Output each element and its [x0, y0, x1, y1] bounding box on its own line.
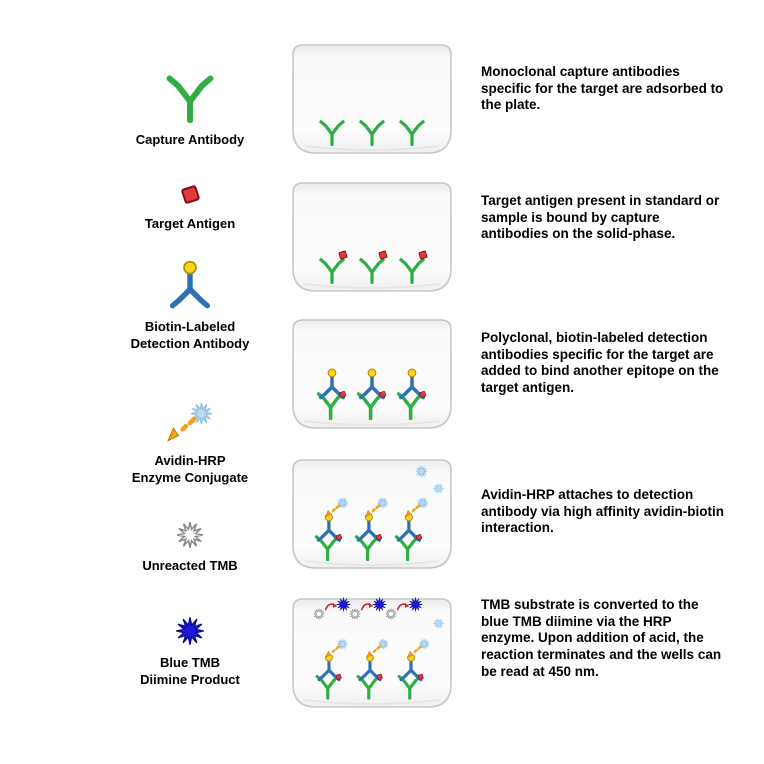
target-antigen-icon — [178, 182, 203, 207]
capture-antibody-label: Capture Antibody — [135, 132, 245, 147]
legend-unreacted-tmb: Unreacted TMB — [108, 521, 272, 575]
unreacted-tmb-label: Unreacted TMB — [142, 558, 238, 573]
legend-target-antigen: Target Antigen — [108, 182, 272, 233]
blue-tmb-label: Blue TMB Diimine Product — [140, 655, 240, 687]
detection-antibody-icon — [168, 260, 212, 310]
target-antigen-glyph — [378, 250, 388, 260]
target-antigen-glyph — [418, 250, 428, 260]
plate-step-5 — [287, 597, 457, 714]
plate-step-3 — [287, 317, 457, 435]
legend-capture-antibody: Capture Antibody — [108, 70, 272, 149]
step-3-description: Polyclonal, biotin-labeled detection ant… — [481, 330, 719, 396]
legend-blue-tmb: Blue TMB Diimine Product — [108, 616, 272, 688]
step-2-description: Target antigen present in standard or sa… — [481, 193, 720, 242]
plate-step-4 — [287, 457, 457, 575]
step-5-description: TMB substrate is converted to the blue T… — [481, 597, 722, 679]
unreacted-tmb-icon — [176, 521, 204, 549]
plate-step-1 — [287, 42, 457, 160]
plate-step-2 — [287, 180, 457, 298]
detection-antibody-label: Biotin-Labeled Detection Antibody — [130, 319, 250, 351]
capture-antibody-icon — [166, 70, 214, 123]
blue-tmb-icon — [175, 616, 205, 646]
legend-detection-antibody: Biotin-Labeled Detection Antibody — [108, 260, 272, 352]
target-antigen-label: Target Antigen — [144, 216, 236, 231]
step-1-description: Monoclonal capture antibodies specific f… — [481, 64, 724, 113]
microplate-well — [293, 460, 451, 568]
legend-avidin-hrp: Avidin-HRP Enzyme Conjugate — [108, 402, 272, 486]
avidin-hrp-icon — [165, 402, 215, 444]
target-antigen-glyph — [338, 250, 348, 260]
avidin-hrp-label: Avidin-HRP Enzyme Conjugate — [131, 453, 249, 485]
step-4-description: Avidin-HRP attaches to detection antibod… — [481, 487, 724, 536]
